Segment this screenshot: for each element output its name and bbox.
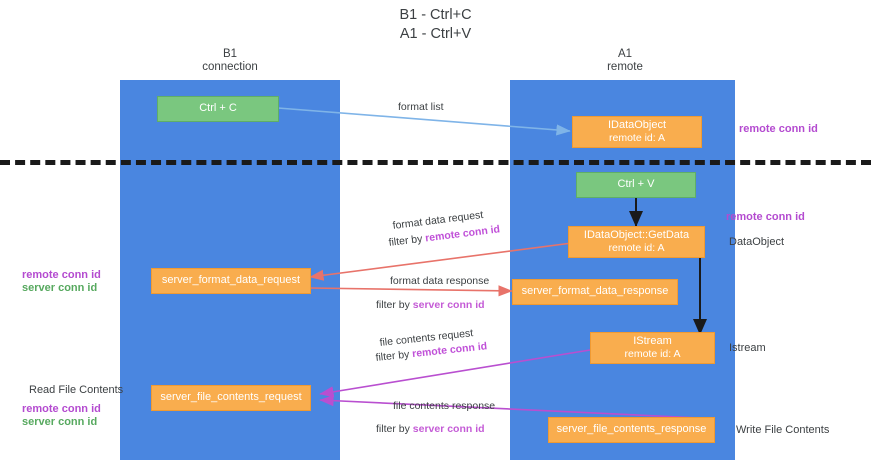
margin-label-remote-conn-id-top: remote conn id — [739, 123, 818, 135]
lane-header-b1: B1 connection — [150, 48, 310, 74]
margin-label-remote-conn-id-mid: remote conn id — [726, 211, 805, 223]
node-idataobject-line2: remote id: A — [608, 132, 666, 144]
lane-header-b1-role: connection — [202, 61, 258, 73]
arrow-label-file-contents-response: file contents response — [393, 400, 496, 412]
lane-header-a1-role: remote — [607, 61, 643, 73]
lane-header-a1-name: A1 — [617, 48, 633, 60]
margin-label-left-remote-conn-id-2: remote conn id — [22, 403, 101, 415]
node-istream[interactable]: IStream remote id: A — [590, 332, 715, 364]
node-idataobject-getdata-line1: IDataObject::GetData — [583, 228, 690, 241]
margin-label-left-server-conn-id: server conn id — [22, 282, 98, 294]
node-ctrl-c[interactable]: Ctrl + C — [157, 96, 279, 122]
arrow-label-format-data-response-filter: filter by server conn id — [376, 299, 485, 312]
arrow-label-format-data-response: format data response — [390, 275, 490, 287]
node-server-format-data-response-label: server_format_data_response — [521, 285, 669, 298]
lane-header-a1: A1 remote — [545, 48, 705, 74]
node-idataobject-getdata-line2: remote id: A — [608, 242, 665, 254]
phase-divider — [0, 160, 871, 165]
node-idataobject-line1: IDataObject — [607, 118, 667, 131]
title-line-2: A1 - Ctrl+V — [399, 26, 472, 42]
lane-header-b1-name: B1 — [222, 48, 238, 60]
filter-key-server-conn-id: server conn id — [412, 299, 485, 311]
margin-label-write-file-contents: Write File Contents — [736, 424, 830, 436]
margin-label-left-server-conn-id-2: server conn id — [22, 416, 98, 428]
filter-prefix: filter by — [375, 348, 413, 364]
node-ctrl-c-label: Ctrl + C — [199, 102, 237, 115]
margin-label-left-remote-conn-id: remote conn id — [22, 269, 101, 281]
node-server-file-contents-request-label: server_file_contents_request — [160, 391, 302, 404]
node-server-file-contents-response-label: server_file_contents_response — [556, 423, 707, 436]
arrow-format-data-response — [309, 285, 513, 297]
filter-key-server-conn-id: server conn id — [412, 423, 485, 435]
node-server-format-data-request-label: server_format_data_request — [161, 274, 301, 287]
margin-label-read-file-contents: Read File Contents — [29, 384, 124, 396]
node-server-format-data-response[interactable]: server_format_data_response — [512, 279, 678, 305]
filter-prefix: filter by — [388, 232, 426, 249]
margin-label-istream: Istream — [729, 342, 766, 354]
node-istream-line1: IStream — [633, 334, 672, 347]
arrow-label-file-contents-response-filter: filter by server conn id — [376, 423, 485, 436]
node-idataobject-getdata[interactable]: IDataObject::GetData remote id: A — [568, 226, 705, 258]
node-server-file-contents-request[interactable]: server_file_contents_request — [151, 385, 311, 411]
node-istream-line2: remote id: A — [624, 348, 681, 360]
diagram-title: B1 - Ctrl+C A1 - Ctrl+V — [0, 6, 871, 44]
margin-label-dataobject: DataObject — [729, 236, 785, 248]
node-ctrl-v[interactable]: Ctrl + V — [576, 172, 696, 198]
node-ctrl-v-label: Ctrl + V — [617, 178, 655, 191]
node-server-file-contents-response[interactable]: server_file_contents_response — [548, 417, 715, 443]
title-line-1: B1 - Ctrl+C — [399, 7, 472, 23]
filter-prefix: filter by — [376, 423, 413, 435]
arrow-label-format-list: format list — [398, 101, 444, 113]
node-idataobject[interactable]: IDataObject remote id: A — [572, 116, 702, 148]
filter-prefix: filter by — [376, 299, 413, 311]
node-server-format-data-request[interactable]: server_format_data_request — [151, 268, 311, 294]
